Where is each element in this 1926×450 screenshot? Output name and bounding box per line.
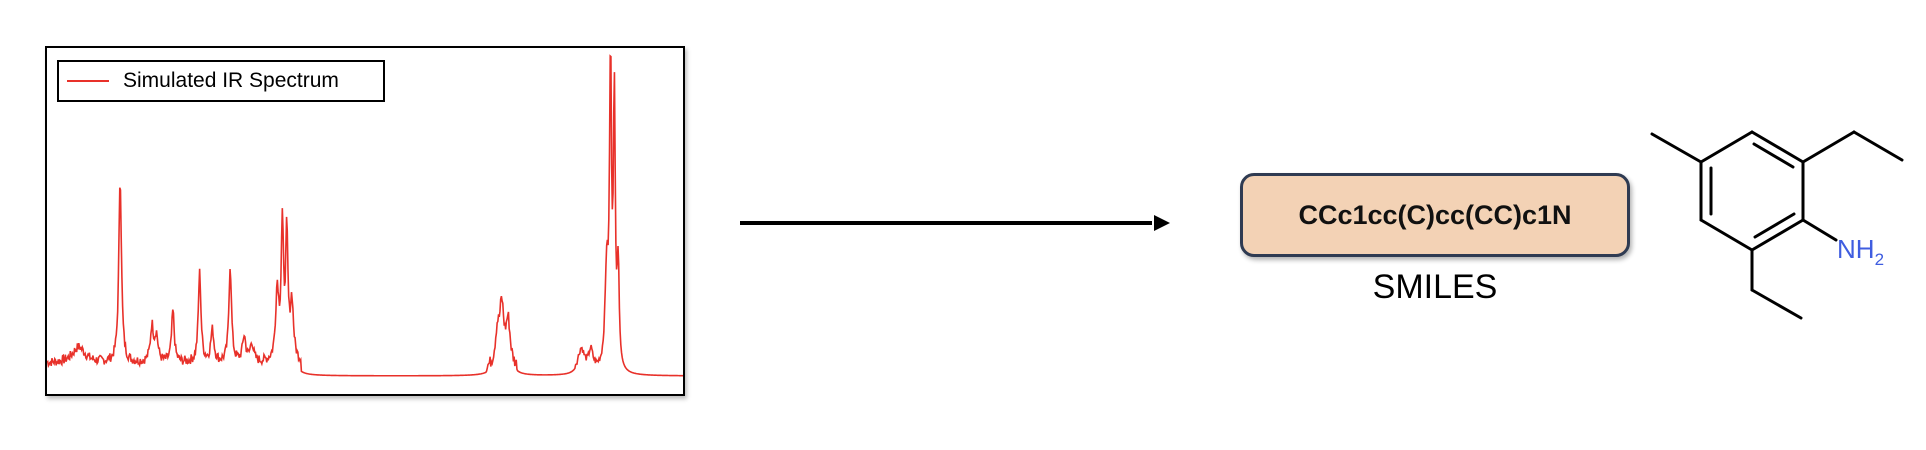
ethyl-bond xyxy=(1750,288,1803,320)
chart-legend: Simulated IR Spectrum xyxy=(57,60,385,102)
amine-subscript: 2 xyxy=(1875,250,1884,269)
ring-bond xyxy=(1750,218,1805,252)
arrow-head-icon xyxy=(1154,215,1170,231)
legend-label: Simulated IR Spectrum xyxy=(123,69,339,92)
legend-swatch xyxy=(67,80,109,82)
molecule-bonds xyxy=(1650,130,1904,320)
methyl-bond xyxy=(1650,132,1703,164)
smiles-string: CCc1cc(C)cc(CC)c1N xyxy=(1298,199,1572,230)
ir-spectrum-chart: Simulated IR Spectrum xyxy=(45,46,685,396)
ring-bond xyxy=(1699,218,1754,252)
ring-bond xyxy=(1750,130,1805,164)
ethyl-bond xyxy=(1801,130,1856,164)
conversion-arrow xyxy=(740,215,1170,231)
ring-double-bond xyxy=(1753,212,1796,239)
smiles-box: CCc1cc(C)cc(CC)c1N xyxy=(1240,173,1630,257)
spectrum-series-line xyxy=(47,54,683,377)
ring-bond xyxy=(1699,130,1754,164)
molecule-structure: NH2 xyxy=(1650,130,1904,320)
amine-nh: NH xyxy=(1837,234,1875,264)
ethyl-bond xyxy=(1852,130,1904,162)
amine-bond xyxy=(1801,218,1838,242)
amine-label: NH2 xyxy=(1837,234,1884,269)
smiles-caption: SMILES xyxy=(1372,268,1498,306)
spectrum-plot-area xyxy=(47,54,683,377)
ring-double-bond xyxy=(1752,142,1795,169)
